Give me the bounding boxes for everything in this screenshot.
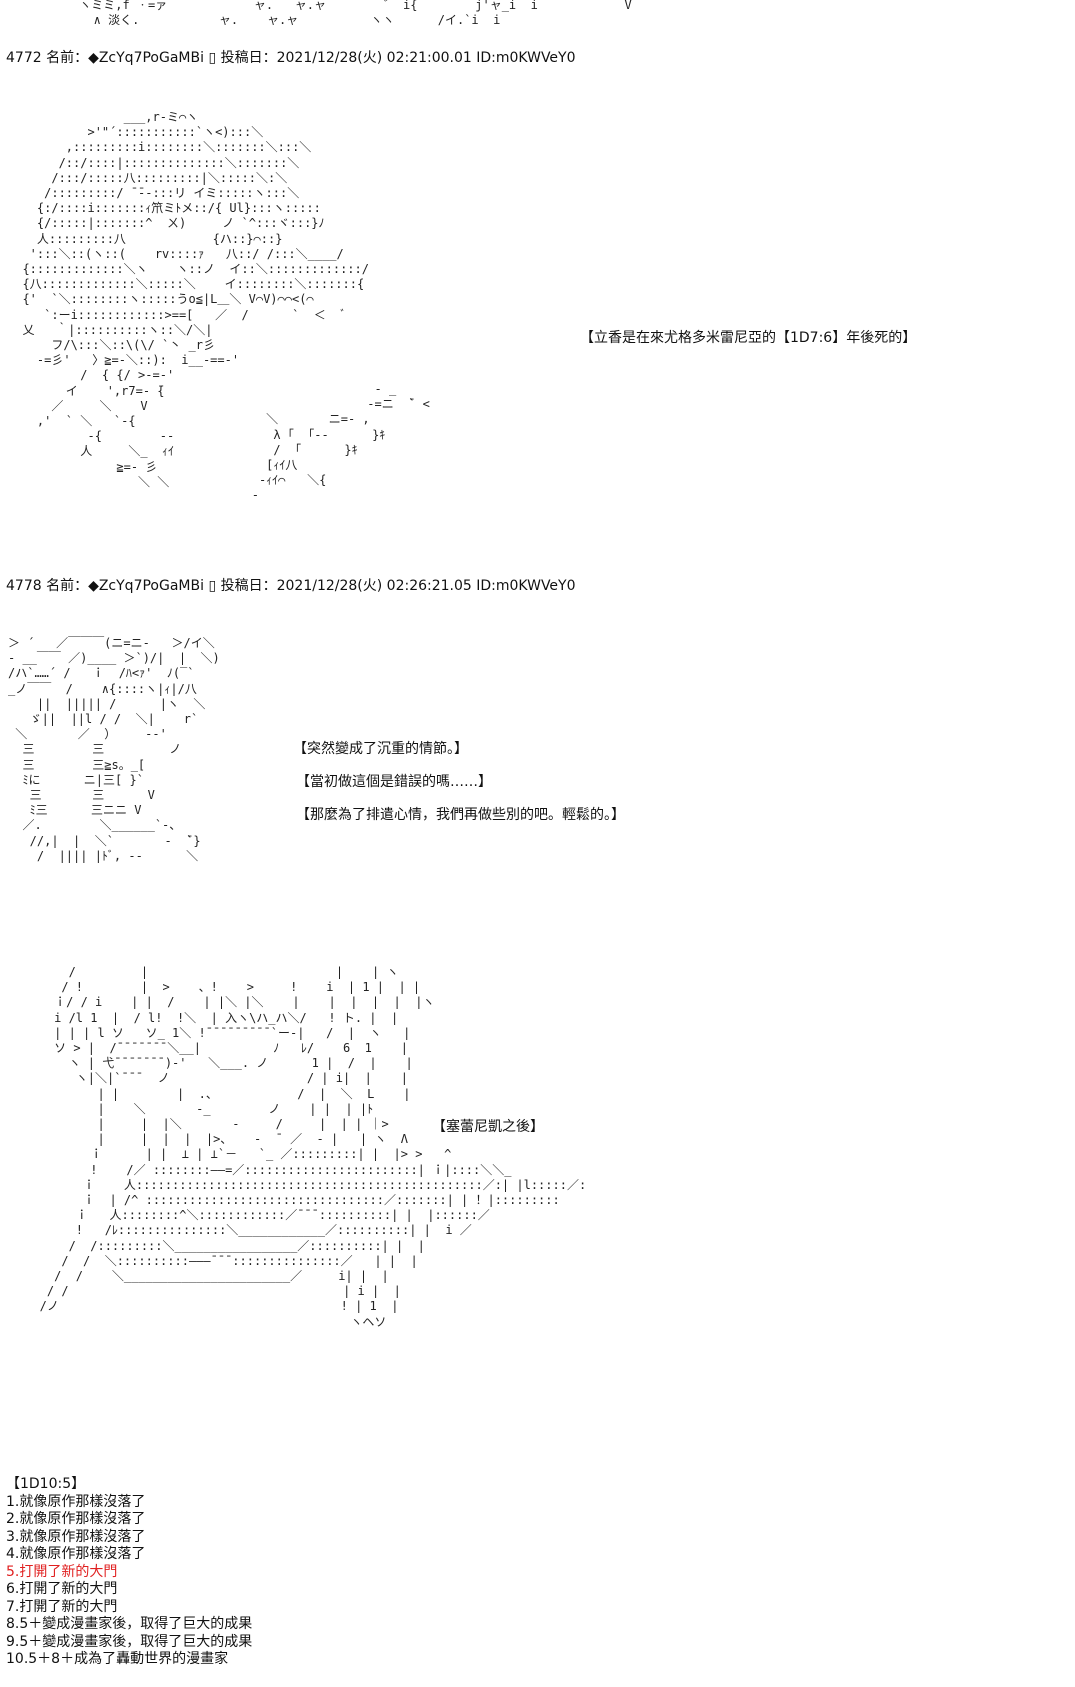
dice-header: 【1D10:5】: [6, 1476, 86, 1492]
dice-result-list: 【1D10:5】 1.就像原作那樣沒落了 2.就像原作那樣沒落了 3.就像原作那…: [6, 1476, 252, 1669]
ascii-art-fragment: ヽミミ,f ㆍ=ァ ャ. ャ.ャ ゛ i{ j'ャ_i i V ∧ 淡く. ャ.…: [79, 0, 632, 28]
narration-caption: 【塞蕾尼凱之後】: [432, 1119, 544, 1135]
list-item: 9.5＋變成漫畫家後，取得了巨大的成果: [6, 1633, 253, 1650]
ascii-art-effects: ‐ _ ‐=ニ ̄` < ＼ ニ=- , λ ｢ ｢‐- }ｷ / ｢ }ｷ […: [251, 382, 430, 503]
list-item: 10.5＋8＋成為了轟動世界的漫畫家: [6, 1651, 229, 1667]
list-item: 7.打開了新的大門: [6, 1598, 118, 1615]
list-item-selected: 5.打開了新的大門: [6, 1563, 118, 1580]
list-item: 1.就像原作那樣沒落了: [6, 1493, 146, 1510]
narration-caption: 【那麼為了排遣心情，我們再做些別的吧。輕鬆的。】: [296, 807, 625, 823]
list-item: 6.打開了新的大門: [6, 1581, 118, 1597]
post-header: 4772 名前：◆ZcYq7PoGaMBi ▯ 投稿日：2021/12/28(火…: [6, 50, 576, 66]
list-item: 4.就像原作那樣沒落了: [6, 1546, 146, 1562]
ascii-art-character: / | | | ヽ / ! | > 、! > ! i | 1 | | | ｉ/ …: [39, 965, 587, 1329]
narration-caption: 【當初做這個是錯誤的嗎……】: [296, 774, 492, 790]
ascii-art-character: ＞ ´ ／￣￣￣(ニ=ニ- ＞/イ＼ ‐ __￣￣ ／)____ ＞`)/| |…: [8, 636, 220, 863]
list-item: 2.就像原作那樣沒落了: [6, 1511, 146, 1527]
list-item: 8.5＋變成漫畫家後，取得了巨大的成果: [6, 1616, 253, 1632]
narration-caption: 【立香是在來尤格多米雷尼亞的【1D7:6】年後死的】: [580, 330, 917, 346]
post-header: 4778 名前：◆ZcYq7PoGaMBi ▯ 投稿日：2021/12/28(火…: [6, 578, 576, 594]
narration-caption: 【突然變成了沉重的情節。】: [293, 741, 468, 757]
list-item: 3.就像原作那樣沒落了: [6, 1528, 146, 1545]
ascii-art-character: ___,r‐ミ⌒ヽ >'"´:::::::::::`ヽ<):::＼ ,:::::…: [22, 110, 369, 489]
